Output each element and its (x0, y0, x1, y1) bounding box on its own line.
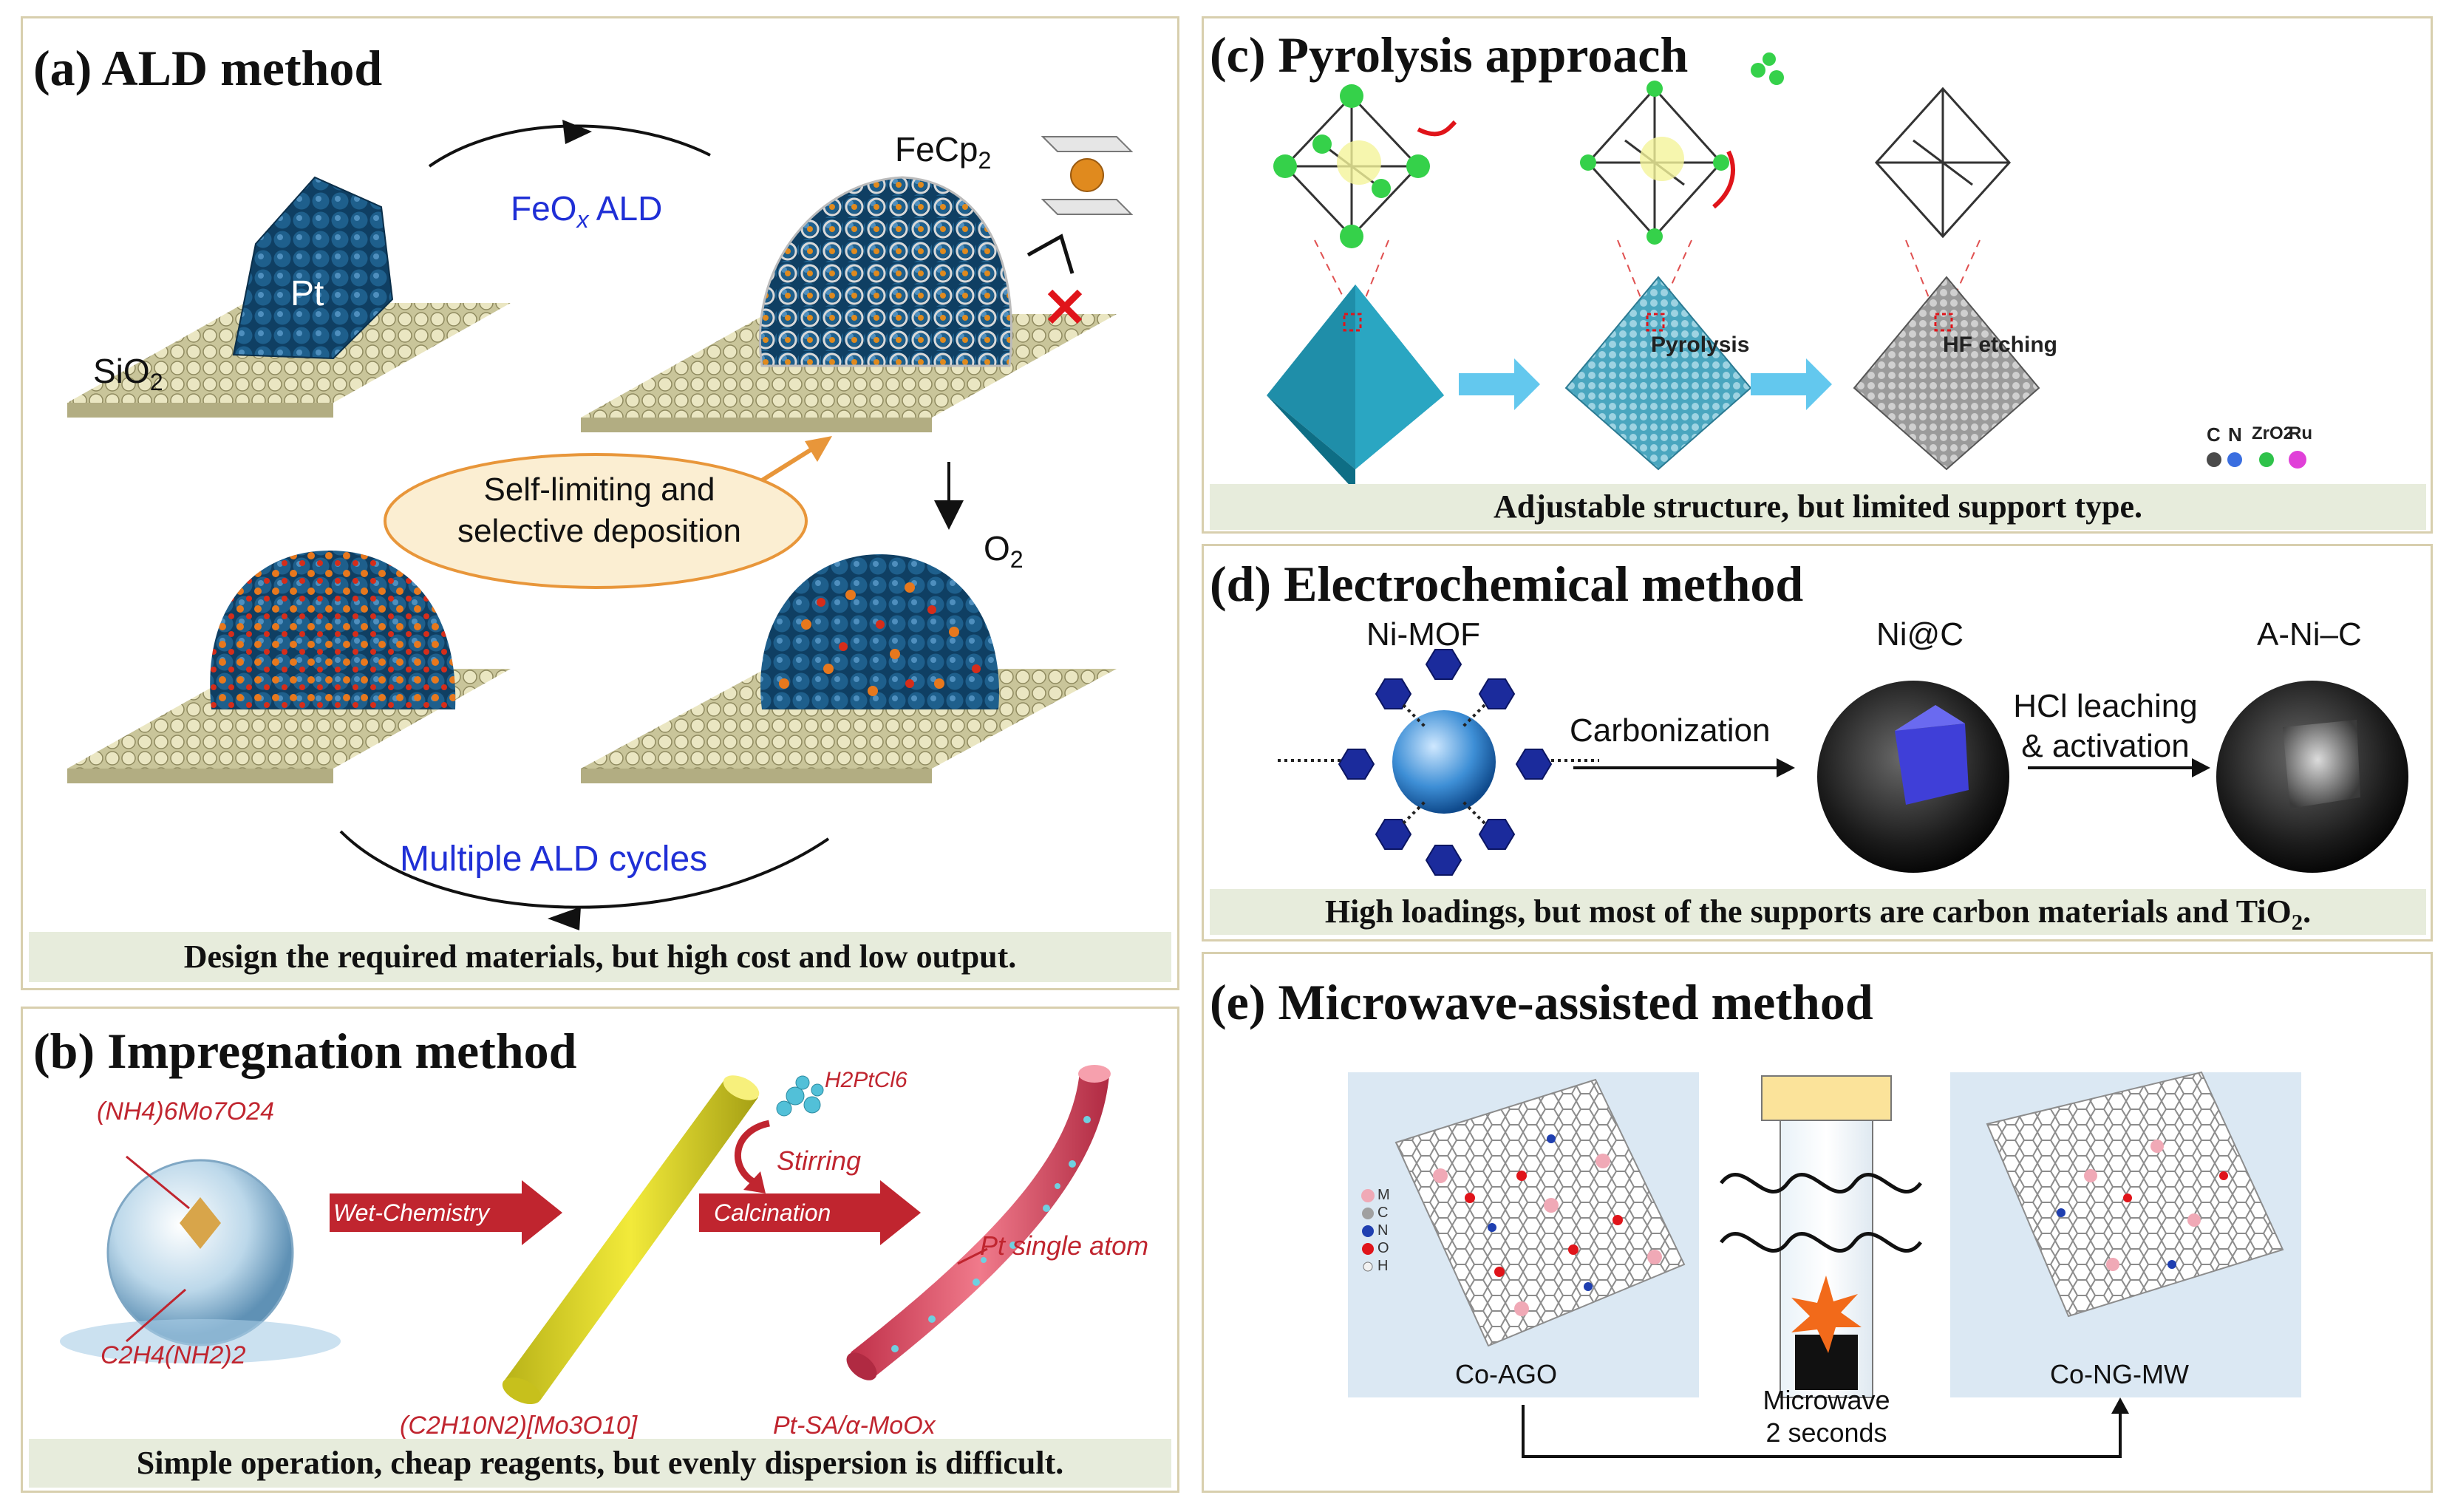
panel-c: (c) Pyrolysis approach (1202, 16, 2433, 534)
legend-h-label: H (1377, 1258, 1389, 1274)
co-ng-mw-label: Co-NG-MW (2050, 1359, 2189, 1389)
wet-chemistry-label: Wet-Chemistry (333, 1199, 489, 1226)
legend-c-e-label: C (1377, 1205, 1389, 1221)
wet-chemistry-arrow (330, 1180, 562, 1245)
panel-b-caption: Simple operation, cheap reagents, but ev… (29, 1439, 1171, 1488)
feox-ald-label: FeOx ALD (511, 189, 663, 234)
legend-n-label: N (2228, 423, 2242, 446)
carbonization-label: Carbonization (1570, 712, 1771, 749)
panel-b: (b) Impregnation method (21, 1007, 1179, 1493)
pt-particle (232, 176, 394, 360)
panel-a: (a) ALD method (21, 16, 1179, 990)
sio2-label: SiO2 (93, 352, 163, 396)
precursor-bubble (106, 1159, 294, 1346)
red-x-mark (1047, 289, 1083, 324)
panel-d-caption: High loadings, but most of the supports … (1210, 889, 2426, 935)
legend-o-label: O (1377, 1240, 1389, 1256)
panel-c-illustration (1267, 52, 2306, 491)
legend-zro2-label: ZrO2 (2252, 423, 2294, 443)
multiple-ald-label: Multiple ALD cycles (400, 840, 708, 879)
ni-at-c-label: Ni@C (1876, 616, 1964, 653)
single-cycle-particle (760, 554, 999, 709)
pyrolyzed-octahedron (1564, 276, 1752, 471)
calcination-arrow (699, 1180, 921, 1245)
a-ni-c-label: A-Ni–C (2257, 616, 2362, 653)
hcl-leaching-label: HCl leaching& activation (2013, 688, 2198, 764)
panel-e-illustration (1348, 1071, 2301, 1458)
teal-octahedron (1267, 285, 1444, 491)
legend-m-label: M (1377, 1187, 1390, 1203)
bottom-cycle-arrow (339, 830, 830, 909)
panel-a-caption: Design the required materials, but high … (29, 932, 1171, 982)
panel-e-title: (e) Microwave-assisted method (1210, 974, 1873, 1030)
panel-c-title: (c) Pyrolysis approach (1210, 27, 1689, 83)
fecp-covered-particle (758, 176, 1013, 367)
legend-ru-label: Ru (2289, 423, 2312, 443)
o2-label: O2 (984, 529, 1024, 573)
pyrolysis-arrow (1459, 358, 1540, 410)
product-nanowire (851, 1072, 1109, 1378)
pt-label: Pt (290, 274, 324, 313)
panel-a-illustration (67, 120, 1134, 930)
stirring-label: Stirring (777, 1145, 862, 1176)
panel-b-title: (b) Impregnation method (33, 1023, 577, 1079)
microwave-cap (1761, 1075, 1892, 1121)
panel-d-illustration (1278, 649, 2408, 876)
ferrocene-molecule (1041, 136, 1134, 215)
panel-b-illustration (60, 1065, 1111, 1405)
panel-d: (d) Electrochemical method (1202, 544, 2433, 941)
mof-cage-3 (1874, 86, 2012, 239)
panel-e: (e) Microwave-assisted method (1202, 952, 2433, 1493)
legend-n-e-label: N (1377, 1222, 1389, 1239)
intermediate-label: (C2H10N2)[Mo3O10] (400, 1411, 638, 1440)
hf-etching-label: HF etching (1943, 333, 2057, 357)
self-limiting-ellipse (384, 453, 808, 589)
pyrolysis-label: Pyrolysis (1651, 333, 1750, 357)
stirring-arrow (734, 1120, 771, 1185)
hf-etching-arrow (1751, 358, 1832, 410)
intermediate-nanowire (503, 1079, 758, 1400)
pt-single-atom-label: Pt single atom (980, 1230, 1149, 1261)
spark-icon (1791, 1276, 1862, 1353)
product-label: Pt-SA/α-MoOx (773, 1411, 936, 1440)
amine-label: C2H4(NH2)2 (101, 1341, 246, 1369)
precursor-label: (NH4)6Mo7O24 (97, 1097, 274, 1126)
process-arrow (1522, 1405, 2122, 1458)
ni-mof-label: Ni-MOF (1366, 616, 1480, 653)
etched-octahedron (1853, 276, 2040, 471)
calcination-label: Calcination (714, 1199, 831, 1226)
fecp2-label: FeCp2 (895, 130, 992, 174)
panel-a-title: (a) ALD method (33, 40, 383, 96)
panel-c-caption: Adjustable structure, but limited suppor… (1210, 484, 2426, 530)
ni-mof-core (1392, 710, 1496, 814)
panel-d-title: (d) Electrochemical method (1210, 556, 1804, 612)
co-ago-label: Co-AGO (1455, 1359, 1558, 1389)
h2ptcl6-label: H2PtCl6 (825, 1068, 907, 1092)
legend-c-label: C (2207, 423, 2221, 446)
